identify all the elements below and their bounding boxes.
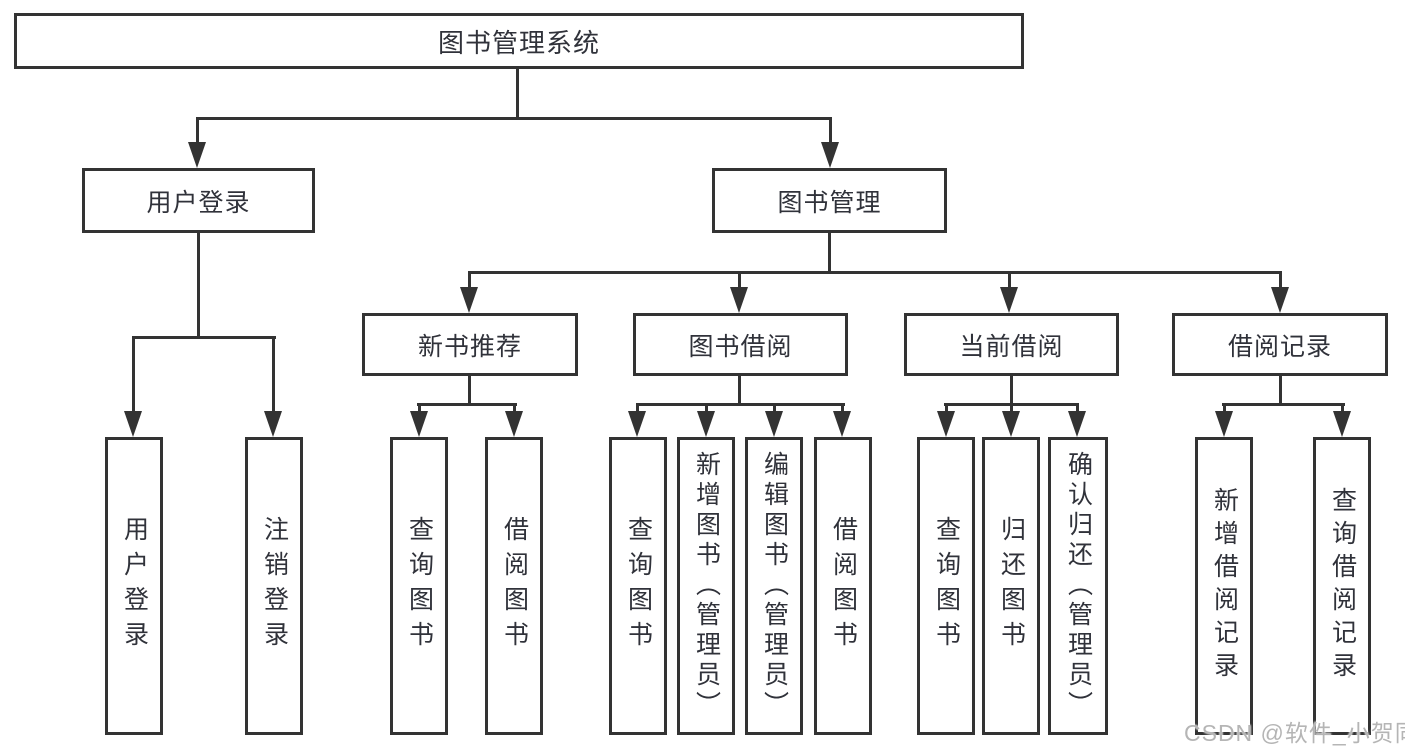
connector-line (197, 233, 200, 338)
connector-line (132, 336, 135, 412)
connector-line (468, 271, 1282, 274)
node-label: 图书管理 (777, 188, 882, 217)
node-label: 图书管理系统 (437, 27, 600, 58)
leaf-add-borrow-record: 新增借阅记录 (1195, 437, 1253, 735)
leaf-edit-books-admin: 编辑图书（管理员） (745, 437, 803, 735)
connector-line (636, 403, 639, 413)
connector-line (1076, 403, 1079, 413)
node-label: 归还图书 (997, 516, 1026, 656)
node-label: 用户登录 (120, 516, 149, 656)
node-label: 新书推荐 (417, 332, 522, 361)
connector-line (468, 271, 471, 289)
arrowhead-down (505, 411, 523, 437)
node-new-book-recommend: 新书推荐 (362, 313, 578, 376)
node-root: 图书管理系统 (14, 13, 1024, 69)
arrowhead-down (1068, 411, 1086, 437)
node-label: 新增借阅记录 (1210, 487, 1239, 685)
connector-line (1341, 403, 1344, 413)
leaf-user-login: 用户登录 (105, 437, 163, 735)
connector-line (132, 336, 276, 339)
connector-line (196, 117, 832, 120)
leaf-query-books-borrow: 查询图书 (609, 437, 667, 735)
node-label: 查询图书 (405, 516, 434, 656)
node-borrowing-records: 借阅记录 (1172, 313, 1388, 376)
node-label: 借阅图书 (829, 516, 858, 656)
arrowhead-down (410, 411, 428, 437)
leaf-query-books-recommend: 查询图书 (390, 437, 448, 735)
arrowhead-down (697, 411, 715, 437)
arrowhead-down (1000, 287, 1018, 313)
node-label: 用户登录 (146, 188, 251, 217)
arrowhead-down (264, 411, 282, 437)
leaf-query-borrow-record: 查询借阅记录 (1313, 437, 1371, 735)
watermark: CSDN @软件_小贺同学 (1184, 720, 1405, 746)
arrowhead-down (1002, 411, 1020, 437)
node-user-login: 用户登录 (82, 168, 315, 233)
node-label: 查询借阅记录 (1328, 487, 1357, 685)
connector-line (705, 403, 708, 413)
connector-line (1010, 376, 1013, 405)
arrowhead-down (833, 411, 851, 437)
connector-line (829, 117, 832, 144)
node-label: 查询图书 (624, 516, 653, 656)
leaf-return-books: 归还图书 (982, 437, 1040, 735)
connector-line (945, 403, 948, 413)
connector-line (1010, 403, 1013, 413)
node-label: 图书借阅 (688, 332, 793, 361)
connector-line (773, 403, 776, 413)
node-current-borrowing: 当前借阅 (904, 313, 1119, 376)
node-label: 查询图书 (932, 516, 961, 656)
arrowhead-down (124, 411, 142, 437)
connector-line (636, 403, 845, 406)
arrowhead-down (188, 142, 206, 168)
connector-line (468, 376, 471, 405)
connector-line (828, 233, 831, 273)
connector-line (841, 403, 844, 413)
connector-line (1279, 376, 1282, 405)
connector-line (738, 271, 741, 289)
leaf-logout: 注销登录 (245, 437, 303, 735)
node-book-borrowing: 图书借阅 (633, 313, 848, 376)
node-label: 注销登录 (260, 516, 289, 656)
arrowhead-down (1271, 287, 1289, 313)
arrowhead-down (730, 287, 748, 313)
connector-line (1223, 403, 1226, 413)
arrowhead-down (628, 411, 646, 437)
node-label: 编辑图书（管理员） (760, 451, 789, 721)
leaf-query-books-current: 查询图书 (917, 437, 975, 735)
arrowhead-down (821, 142, 839, 168)
arrowhead-down (937, 411, 955, 437)
connector-line (417, 403, 517, 406)
arrowhead-down (460, 287, 478, 313)
connector-line (418, 403, 421, 413)
leaf-add-books-admin: 新增图书（管理员） (677, 437, 735, 735)
node-label: 借阅记录 (1227, 332, 1332, 361)
connector-line (196, 117, 199, 144)
arrowhead-down (1333, 411, 1351, 437)
connector-line (272, 336, 275, 412)
arrowhead-down (765, 411, 783, 437)
node-label: 确认归还（管理员） (1064, 451, 1093, 721)
leaf-borrow-books: 借阅图书 (814, 437, 872, 735)
connector-line (1222, 403, 1345, 406)
arrowhead-down (1215, 411, 1233, 437)
node-label: 当前借阅 (959, 332, 1064, 361)
connector-line (513, 403, 516, 413)
connector-line (516, 69, 519, 118)
leaf-borrow-books-recommend: 借阅图书 (485, 437, 543, 735)
connector-line (1279, 271, 1282, 289)
leaf-confirm-return-admin: 确认归还（管理员） (1048, 437, 1108, 735)
node-book-management: 图书管理 (712, 168, 947, 233)
node-label: 新增图书（管理员） (692, 451, 721, 721)
connector-line (1008, 271, 1011, 289)
connector-line (738, 376, 741, 405)
node-label: 借阅图书 (500, 516, 529, 656)
